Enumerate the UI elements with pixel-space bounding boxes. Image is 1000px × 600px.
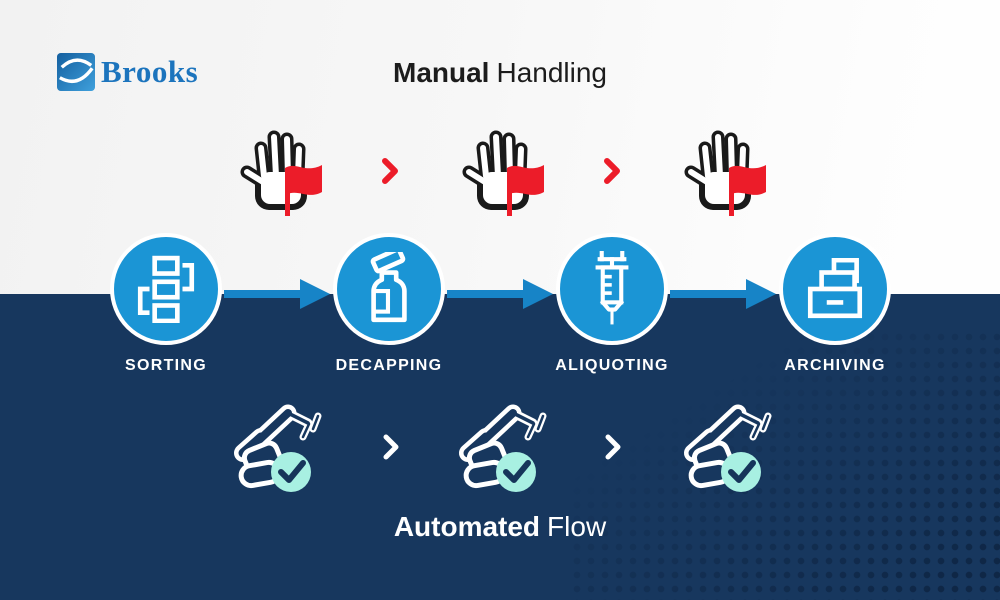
chevron-right-icon <box>381 158 401 184</box>
hand-stop-flag-icon <box>450 118 550 218</box>
sorting-hierarchy-icon <box>135 255 197 323</box>
step-archiving: ARCHIVING <box>725 233 945 375</box>
robot-arm-check-icon <box>225 396 325 496</box>
title-bold-part: Manual <box>393 57 490 88</box>
step-label: SORTING <box>125 357 207 374</box>
archiving-trays-icon <box>801 258 869 320</box>
step-aliquoting: ALIQUOTING <box>502 233 722 375</box>
hand-stop-flag-icon <box>228 118 328 218</box>
brand-name: Brooks <box>101 54 199 89</box>
aliquoting-syringe-icon <box>589 251 635 327</box>
dot-pattern-decoration <box>570 330 1000 600</box>
chevron-right-icon <box>603 158 623 184</box>
robot-arm-check-icon <box>450 396 550 496</box>
step-label: ARCHIVING <box>784 357 886 374</box>
hand-stop-flag-icon <box>672 118 772 218</box>
step-sorting: SORTING <box>56 233 276 375</box>
brooks-swoosh-icon <box>57 53 95 91</box>
step-label: ALIQUOTING <box>555 357 669 374</box>
step-label: DECAPPING <box>335 357 443 374</box>
brooks-logo: Brooks <box>57 53 198 91</box>
title-bold-part: Automated <box>393 511 541 542</box>
chevron-right-icon <box>382 434 402 460</box>
decapping-vial-icon <box>360 252 418 326</box>
step-circle <box>333 233 445 345</box>
robot-arm-check-icon <box>675 396 775 496</box>
step-circle <box>110 233 222 345</box>
chevron-right-icon <box>604 434 624 460</box>
title-regular-part: Flow <box>547 511 607 542</box>
title-regular-part: Handling <box>496 57 607 88</box>
step-decapping: DECAPPING <box>279 233 499 375</box>
step-circle <box>779 233 891 345</box>
step-circle <box>556 233 668 345</box>
